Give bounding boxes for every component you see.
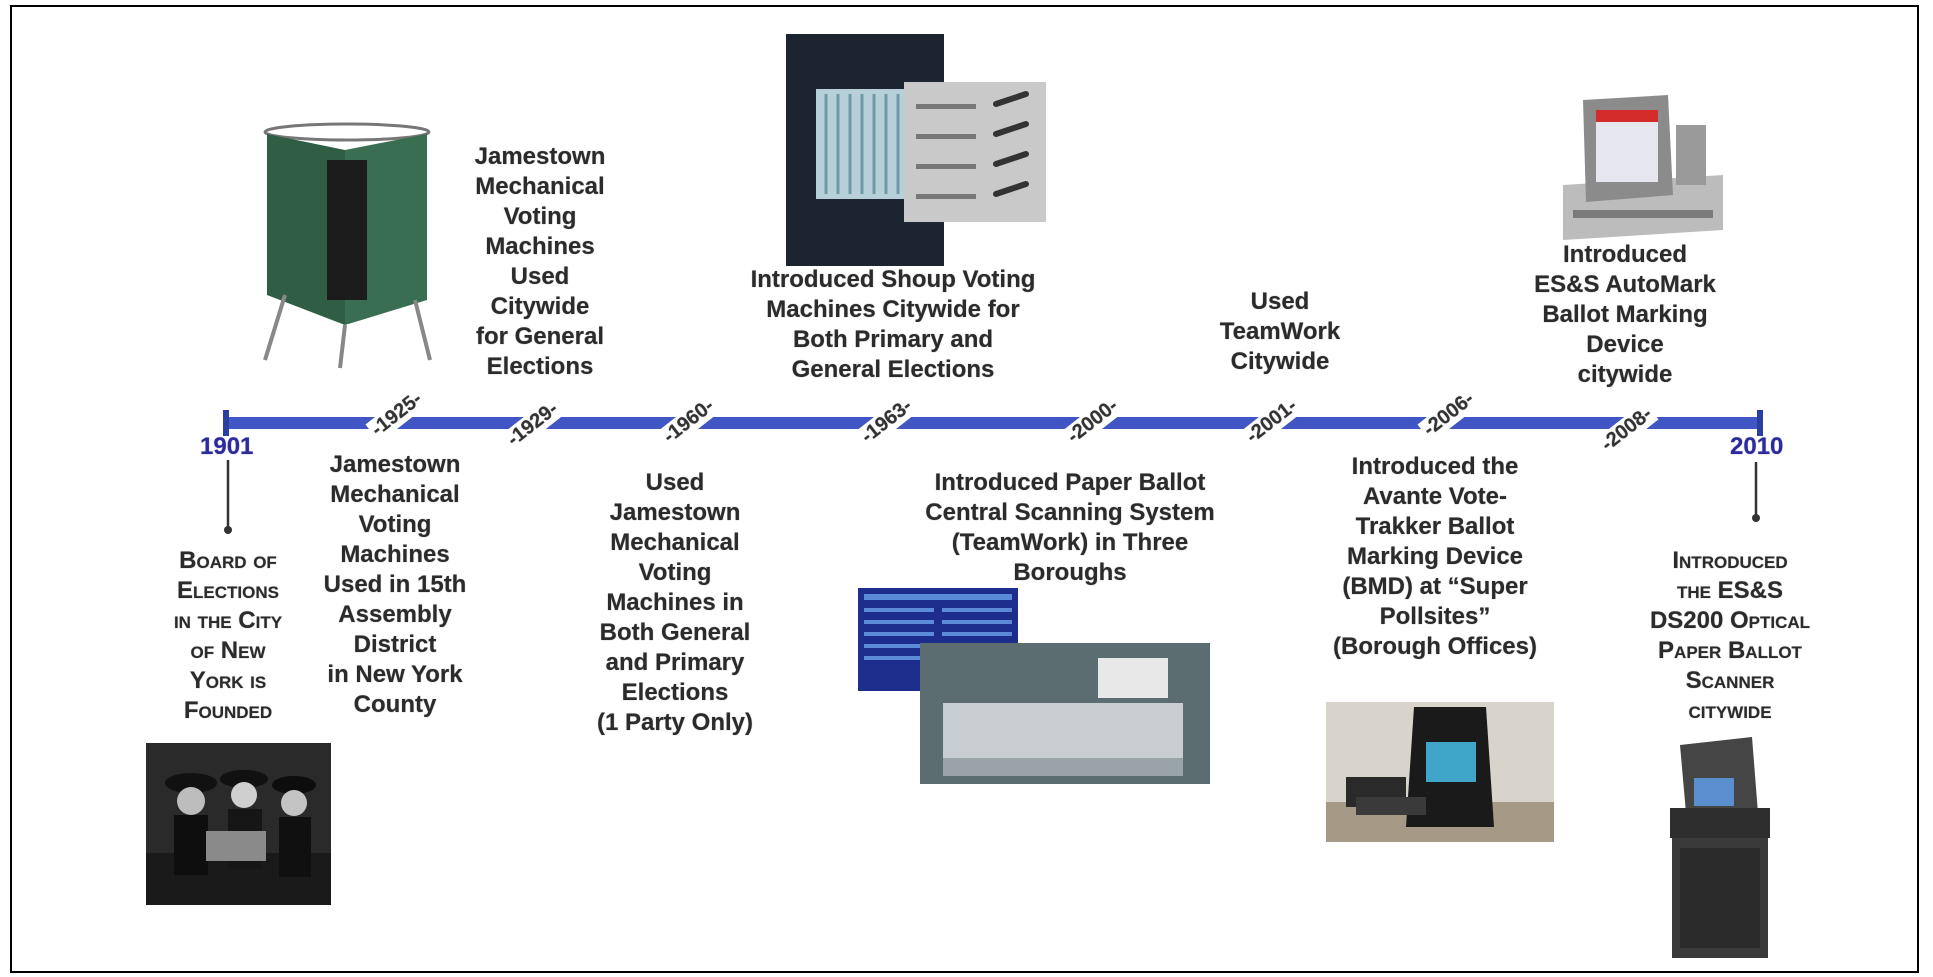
historic-voters-photo [146, 743, 331, 905]
curtained-voting-booth-photo [255, 120, 440, 370]
automark-device-photo [1558, 90, 1728, 240]
year-end: 2010 [1730, 433, 1784, 460]
ds200-scanner-photo [1660, 733, 1778, 965]
year-start: 1901 [200, 433, 254, 460]
event-2000-label: Introduced Paper Ballot Central Scanning… [925, 469, 1215, 586]
shoup-voting-machine-photo [786, 34, 1046, 266]
central-scanner-photo [858, 588, 1210, 784]
event-1901-label: Board of Elections in the City of New Yo… [173, 547, 283, 724]
event-2006-label: Introduced the Avante Vote- Trakker Ball… [1333, 453, 1537, 660]
connector-dot-2010 [1752, 514, 1760, 522]
event-2001-label: Used TeamWork Citywide [1219, 288, 1341, 375]
event-1960-label: Used Jamestown Mechanical Voting Machine… [596, 469, 754, 736]
event-2010-label: Introduced the ES&S DS200 Optical Paper … [1649, 547, 1811, 724]
event-2008-label: Introduced ES&S AutoMark Ballot Marking … [1534, 241, 1716, 388]
connector-dot-1901 [224, 526, 232, 534]
vote-trakker-photo [1326, 702, 1554, 842]
event-1963-label: Introduced Shoup Voting Machines Citywid… [750, 266, 1036, 383]
event-1925-label: Jamestown Mechanical Voting Machines Use… [323, 451, 467, 718]
event-1929-label: Jamestown Mechanical Voting Machines Use… [474, 143, 606, 380]
